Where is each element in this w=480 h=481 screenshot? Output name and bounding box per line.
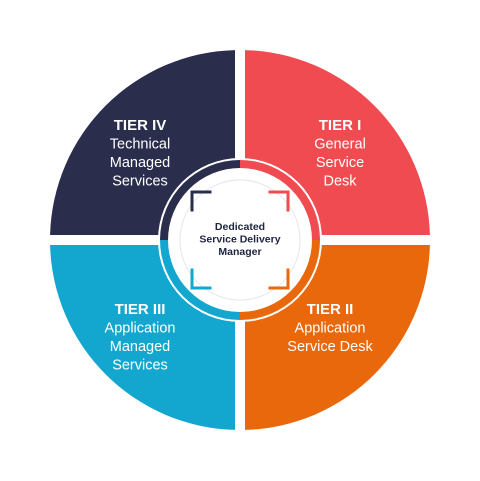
center-ring-tier-ii bbox=[240, 240, 320, 320]
center-label-line: Service Delivery bbox=[199, 234, 280, 246]
quadrant-tier-i-line: Desk bbox=[323, 174, 357, 190]
quadrant-tier-iii-heading: TIER III bbox=[115, 301, 166, 318]
center-ring-tier-i bbox=[240, 160, 320, 240]
quadrant-tier-iv-line: Managed bbox=[110, 155, 170, 171]
center-accent-mark bbox=[268, 190, 290, 212]
center-accent-mark bbox=[268, 268, 290, 290]
quadrant-tier-ii-line: Service Desk bbox=[287, 339, 373, 355]
center-accent-mark bbox=[190, 268, 212, 290]
center-ring-tier-iii bbox=[160, 240, 240, 320]
quadrant-tier-iii-line: Application bbox=[105, 321, 176, 337]
quadrant-tier-iii-line: Managed bbox=[110, 339, 170, 355]
quadrant-tier-i-heading: TIER I bbox=[319, 117, 362, 134]
quadrant-tier-ii-line: Application bbox=[295, 321, 366, 337]
center-label-line: Dedicated bbox=[215, 221, 265, 233]
quadrant-tier-i-line: General bbox=[314, 137, 366, 153]
quadrant-tier-ii-heading: TIER II bbox=[307, 301, 354, 318]
quadrant-tier-iv-heading: TIER IV bbox=[114, 117, 167, 134]
center-hub-disk bbox=[179, 179, 301, 301]
center-ring-tier-iv bbox=[160, 160, 240, 240]
quadrant-tier-iv-line: Technical bbox=[110, 137, 170, 153]
quadrant-tier-iv-line: Services bbox=[112, 174, 168, 190]
center-label-line: Manager bbox=[218, 246, 261, 258]
quadrant-tier-iii-line: Services bbox=[112, 358, 168, 374]
quadrant-tier-i-line: Service bbox=[316, 155, 364, 171]
center-accent-mark bbox=[190, 190, 212, 212]
